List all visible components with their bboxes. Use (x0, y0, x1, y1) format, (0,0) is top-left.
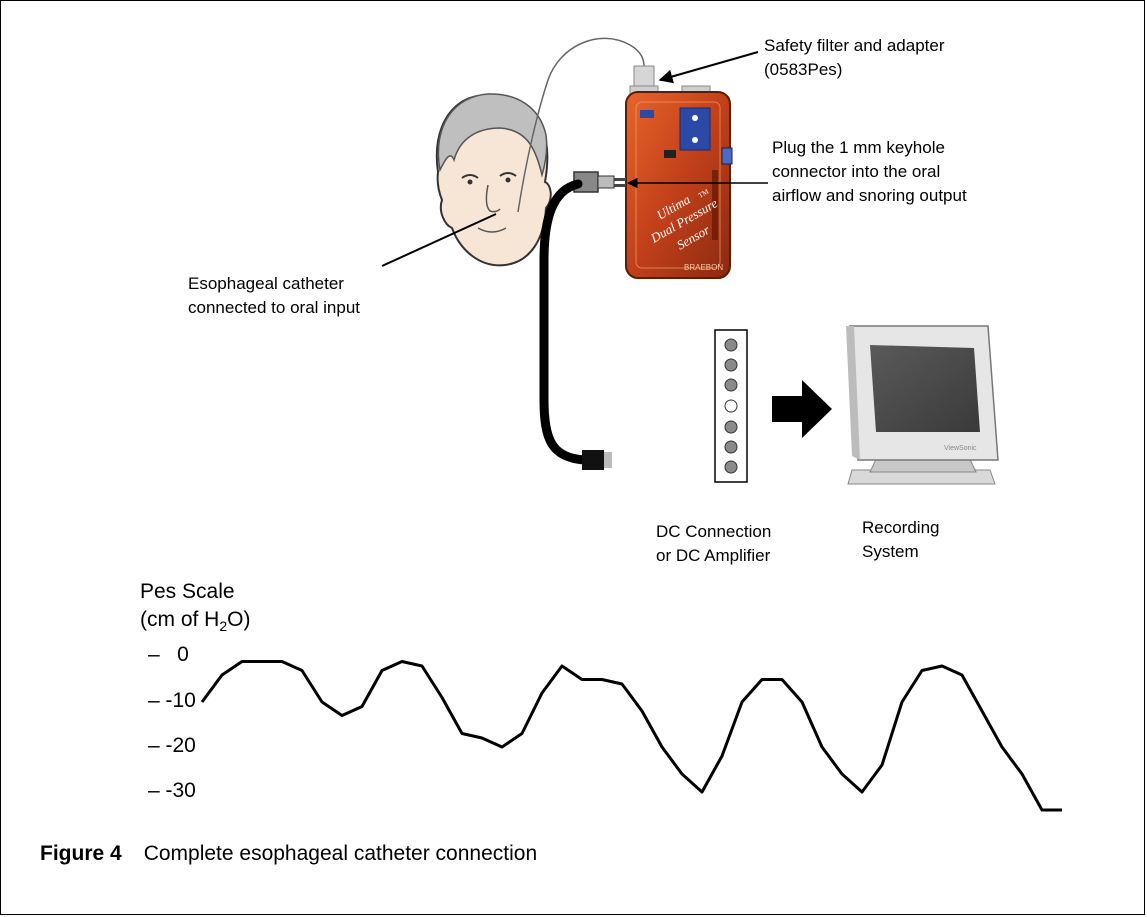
scale-tick-minus-10: – -10 (148, 689, 196, 712)
data-flow-arrow (772, 380, 832, 438)
dc-connection-label: DC Connection or DC Amplifier (656, 522, 772, 565)
recording-system-monitor: ViewSonic (846, 325, 999, 485)
safety-filter-arrow (658, 51, 759, 84)
pes-scale-title: Pes Scale (140, 580, 235, 603)
pes-scale-unit: (cm of H2O) (140, 608, 251, 635)
monitor-maker: ViewSonic (944, 445, 977, 452)
scale-tick-minus-30: – -30 (148, 779, 196, 802)
esophageal-catheter-leader (381, 213, 497, 267)
dc-connection-panel (714, 329, 748, 483)
patient-head-illustration (435, 93, 552, 267)
scale-tick-0: – 0 (148, 643, 189, 666)
figure-caption: Figure 4 Complete esophageal catheter con… (40, 842, 537, 866)
figure-number: Figure 4 (40, 842, 122, 865)
cable-end-connector (582, 450, 604, 470)
plug-instruction-label: Plug the 1 mm keyhole connector into the… (772, 138, 967, 205)
pes-waveform (200, 660, 1062, 812)
safety-filter-label: Safety filter and adapter (0583Pes) (764, 36, 945, 79)
esophageal-catheter-label: Esophageal catheter connected to oral in… (188, 274, 361, 317)
device-maker: BRAEBON (684, 263, 723, 272)
cable (539, 179, 590, 465)
figure-caption-text: Complete esophageal catheter connection (143, 842, 538, 865)
recording-system-label: Recording System (862, 518, 940, 561)
scale-tick-minus-20: – -20 (148, 734, 196, 757)
dual-pressure-sensor-device: Ultima TM Dual Pressure Sensor BRAEBON (625, 65, 733, 279)
catheter-tube (517, 37, 645, 213)
